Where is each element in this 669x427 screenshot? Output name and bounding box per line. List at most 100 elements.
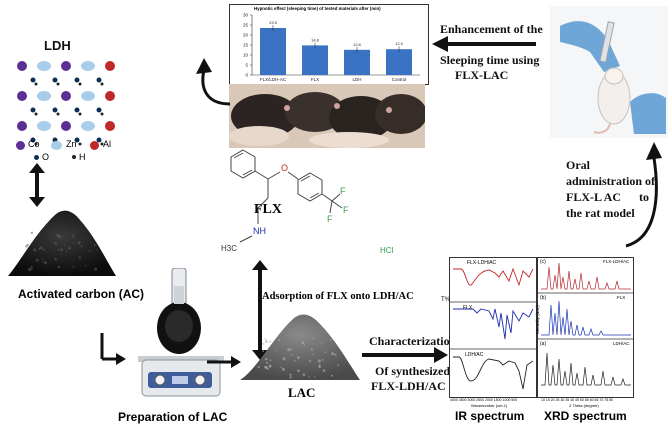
pile-grain [64, 244, 67, 246]
bar-value-label: 23.5 [269, 20, 278, 25]
y-tick-label: 30 [243, 13, 249, 18]
pile-grain [94, 267, 98, 271]
pile-grain [321, 359, 324, 361]
ldh-h-atom [78, 112, 82, 116]
ldh-label: LDH [44, 38, 71, 53]
ldh-metal-atom [105, 91, 115, 101]
pile-grain [72, 234, 75, 237]
pile-grain [262, 350, 265, 353]
ldh-o-atom [30, 107, 36, 113]
pile-grain [60, 248, 64, 251]
pile-grain [80, 245, 83, 248]
pile-grain [54, 242, 57, 245]
ldh-h-atom [56, 82, 60, 86]
pile-grain [317, 359, 321, 363]
pile-grain [334, 353, 337, 356]
ir-mid-label: FLX [463, 305, 473, 311]
pile-grain [304, 344, 306, 346]
ldh-o-atom [96, 107, 102, 113]
pile-grain [297, 369, 300, 372]
pile-grain [42, 261, 44, 263]
lac-down-arrow [100, 333, 126, 365]
pile-grain [30, 266, 33, 269]
pile-grain [269, 366, 271, 368]
pile-grain [331, 352, 334, 356]
ldh-ac-double-arrow [29, 163, 45, 207]
pile-grain [85, 265, 87, 267]
pile-grain [293, 359, 296, 362]
pile-grain [321, 342, 323, 344]
molecule-f2-atom: F [343, 205, 349, 215]
xrd-x-label: 2 Theta (degree) [569, 403, 599, 408]
pile-grain [65, 250, 68, 253]
pile-grain [35, 259, 39, 262]
xrd-spectrum-label: XRD spectrum [544, 409, 627, 423]
molecule-nh-atom: NH [253, 226, 266, 236]
pile-grain [297, 356, 300, 360]
pile-grain [73, 242, 76, 244]
magnetic-stirrer [138, 268, 224, 397]
ldh-zn-atom [81, 61, 95, 71]
sleeping-time-chart: Hypnotic effect (sleeping time) of teste… [229, 4, 429, 85]
y-tick-label: 0 [245, 73, 248, 78]
ir-trace-ldh-ac [453, 356, 534, 390]
flx-molecule [230, 149, 343, 243]
y-tick-label: 5 [245, 63, 248, 68]
ldh-h-atom [78, 82, 82, 86]
pile-grain [30, 231, 33, 234]
bar-1 [302, 45, 328, 75]
bar-3 [386, 49, 412, 75]
pile-grain [265, 340, 268, 344]
pile-grain [257, 366, 260, 369]
flx-lac-double-arrow [252, 260, 268, 360]
lac-pile [240, 314, 360, 380]
pile-grain [25, 245, 28, 248]
pile-grain [312, 353, 314, 355]
category-label: LDH [352, 77, 361, 82]
zn-legend-label: Zn [66, 139, 77, 149]
oral-line-1: Oral [566, 158, 590, 172]
pile-grain [330, 374, 333, 377]
enhancement-arrow [432, 36, 536, 52]
xrd-c-label: LDH/AC [613, 341, 630, 346]
ldh-o-atom [52, 107, 58, 113]
ldh-h-atom [34, 82, 38, 86]
ir-bot-label: LDH/AC [465, 352, 484, 358]
ir-x-ticks: 4000 3500 3000 2500 2000 1500 1000 500 [450, 398, 518, 402]
y-tick-label: 10 [243, 53, 249, 58]
ldh-metal-atom [105, 61, 115, 71]
ldh-o-atom [74, 107, 80, 113]
pile-grain [282, 357, 286, 361]
pile-grain [312, 337, 314, 340]
ldh-o-atom [96, 137, 102, 143]
pile-grain [274, 349, 276, 351]
ldh-legend: Co Zn Al O H [14, 138, 134, 168]
ldh-o-atom [74, 137, 80, 143]
pile-grain [322, 369, 326, 372]
pile-grain [72, 236, 74, 239]
pile-grain [38, 247, 41, 250]
pile-grain [269, 359, 272, 362]
ldh-zn-atom [37, 91, 51, 101]
pile-grain [93, 244, 96, 246]
pile-grain [77, 241, 81, 245]
ir-spectrum-panel: FLX-LDH/AC FLX LDH/AC T% 4000 3500 3000 … [441, 257, 537, 408]
lac-label: LAC [288, 385, 316, 400]
h-legend-label: H [79, 152, 86, 162]
pile-grain [26, 243, 29, 246]
ldh-metal-atom [17, 121, 27, 131]
ldh-o-atom [52, 77, 58, 83]
ldh-h-atom [100, 142, 104, 146]
zn-swatch [51, 141, 62, 150]
pile-grain [281, 367, 285, 371]
ldh-zn-atom [37, 61, 51, 71]
pile-grain [42, 248, 45, 251]
o-legend-label: O [42, 152, 50, 162]
ldh-o-atom [74, 77, 80, 83]
preparation-label: Preparation of LAC [118, 410, 228, 424]
pile-grain [54, 258, 57, 261]
pile-grain [310, 348, 313, 351]
pile-grain [308, 376, 310, 378]
pile-grain [42, 258, 44, 260]
ldh-h-atom [78, 142, 82, 146]
